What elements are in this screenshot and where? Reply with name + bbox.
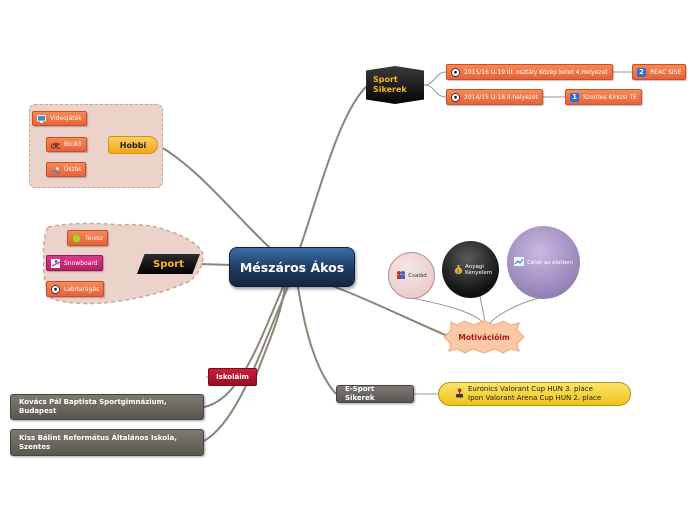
hobbi-node[interactable]: Hobbi <box>108 136 158 154</box>
hobbi-item-uszas[interactable]: Úszás <box>46 162 87 177</box>
sikerek-item-label: 2014/15 U-18 II.helyezet <box>464 93 538 101</box>
link-center-school1 <box>203 286 284 408</box>
link-center-esport <box>297 286 337 395</box>
money-bag-icon: $ <box>454 264 463 276</box>
esport-label: E-Sport Sikerek <box>345 385 375 402</box>
link-center-motivacio <box>329 284 451 338</box>
motivacio-label: Motivációim <box>458 332 510 342</box>
sport-sikerek-node[interactable]: Sport Sikerek <box>366 66 424 104</box>
sport-item-snowboard[interactable]: Snowboard <box>46 255 103 271</box>
sikerek-sub-label: REAC SISE <box>650 68 682 76</box>
hobbi-item-videojatek[interactable]: Videojáték <box>32 111 87 126</box>
snowboard-icon <box>51 258 60 268</box>
joystick-icon <box>455 388 464 400</box>
sikerek-sub-kinizsi[interactable]: 1 Szentes Kinizsi TE <box>565 89 642 105</box>
sikerek-sub-reac[interactable]: 2 REAC SISE <box>632 64 687 80</box>
soccer-ball-icon <box>451 67 460 77</box>
svg-text:$: $ <box>457 268 460 273</box>
esport-item-text: Euronics Valorant Cup HUN 3. place Ipon … <box>468 385 601 403</box>
motivacio-item-label: Célok az életben <box>527 259 573 266</box>
sport-item-label: Labdarúgás <box>64 285 100 293</box>
esport-item-line: Ipon Valorant Arena Cup HUN 2. place <box>468 394 602 402</box>
motivacio-item-label: Anyagi Kényelem <box>465 263 493 276</box>
central-topic-label: Mészáros Ákos <box>239 259 345 275</box>
hobbi-item-label: Úszás <box>64 166 82 173</box>
hobbi-item-label: Videojáték <box>50 115 82 122</box>
sport-item-tenisz[interactable]: Tenisz <box>67 230 109 246</box>
number-2-badge: 2 <box>637 67 646 77</box>
hobbi-label: Hobbi <box>119 140 147 150</box>
sport-label: Sport <box>153 258 184 270</box>
tennis-ball-icon <box>72 233 81 243</box>
sport-item-labdarugas[interactable]: Labdarúgás <box>46 281 105 297</box>
link-center-sportsikerek <box>299 84 369 249</box>
number-1-badge: 1 <box>570 92 579 102</box>
swimming-icon <box>51 165 60 174</box>
esport-node[interactable]: E-Sport Sikerek <box>336 385 414 403</box>
motivacio-node-shape <box>443 320 525 354</box>
bicycle-icon <box>51 140 60 149</box>
soccer-ball-icon <box>51 284 60 294</box>
motivacio-item-label: Család <box>408 272 427 279</box>
sikerek-sub-label: Szentes Kinizsi TE <box>583 93 637 101</box>
school-item-label: Kiss Bálint Református Általános Iskola,… <box>19 433 177 451</box>
sikerek-item-2014[interactable]: 2014/15 U-18 II.helyezet <box>446 89 543 105</box>
iskola-label: Iskoláim <box>216 373 249 381</box>
motivacio-node[interactable]: Motivációim <box>443 320 525 354</box>
hobbi-item-label: Bicikli <box>64 141 82 148</box>
sport-item-label: Tenisz <box>85 234 104 242</box>
family-icon <box>396 270 406 281</box>
esport-item-line: Euronics Valorant Cup HUN 3. place <box>468 385 593 393</box>
soccer-ball-icon <box>451 92 460 102</box>
motivacio-item-anyagi[interactable]: $ Anyagi Kényelem <box>442 241 499 298</box>
sikerek-item-2015[interactable]: 2015/16 U-19 III. osztály Közép kelet 4.… <box>446 64 613 80</box>
school-item-label: Kovács Pál Baptista Sportgimnázium, Buda… <box>19 398 167 415</box>
school-item-kovacs[interactable]: Kovács Pál Baptista Sportgimnázium, Buda… <box>10 394 204 420</box>
esport-item[interactable]: Euronics Valorant Cup HUN 3. place Ipon … <box>438 382 631 406</box>
sport-sikerek-label: Sport Sikerek <box>373 75 407 94</box>
link-center-school2 <box>203 286 289 442</box>
monitor-icon <box>37 114 46 123</box>
motivacio-item-csalad[interactable]: Család <box>388 252 435 299</box>
link-center-iskola <box>255 286 286 377</box>
link-sikerek-items <box>423 71 447 98</box>
hobbi-item-bicikli[interactable]: Bicikli <box>46 137 87 152</box>
motivacio-item-celok[interactable]: Célok az életben <box>507 226 580 299</box>
link-center-hobbi <box>157 144 271 249</box>
sport-node[interactable]: Sport <box>137 254 200 274</box>
iskola-node[interactable]: Iskoláim <box>208 368 257 386</box>
chart-icon <box>514 257 525 268</box>
sikerek-item-label: 2015/16 U-19 III. osztály Közép kelet 4.… <box>464 68 608 76</box>
link-center-sport <box>199 263 233 266</box>
central-topic[interactable]: Mészáros Ákos <box>229 247 355 287</box>
sport-item-label: Snowboard <box>64 259 98 267</box>
school-item-kiss[interactable]: Kiss Bálint Református Általános Iskola,… <box>10 429 204 456</box>
